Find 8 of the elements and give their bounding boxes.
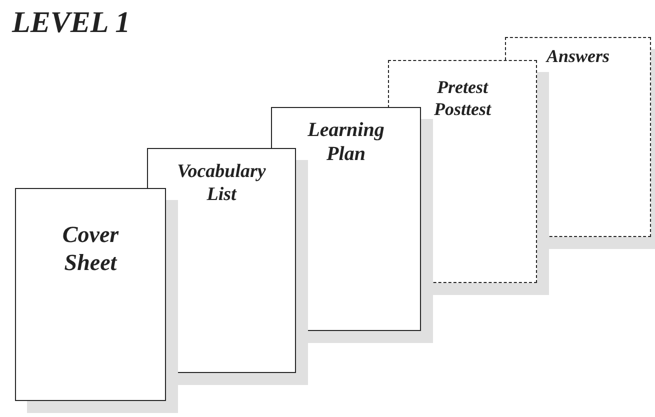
page-label: Learning Plan [306, 118, 386, 166]
page-label: Answers [546, 46, 610, 68]
title: LEVEL 1 [12, 6, 130, 40]
page-label: Posttest [434, 98, 491, 120]
page-label: Pretest [437, 77, 488, 99]
page-label: Vocabulary List [176, 161, 267, 207]
page-label: Cover Sheet [61, 221, 120, 276]
page-box [15, 188, 166, 401]
